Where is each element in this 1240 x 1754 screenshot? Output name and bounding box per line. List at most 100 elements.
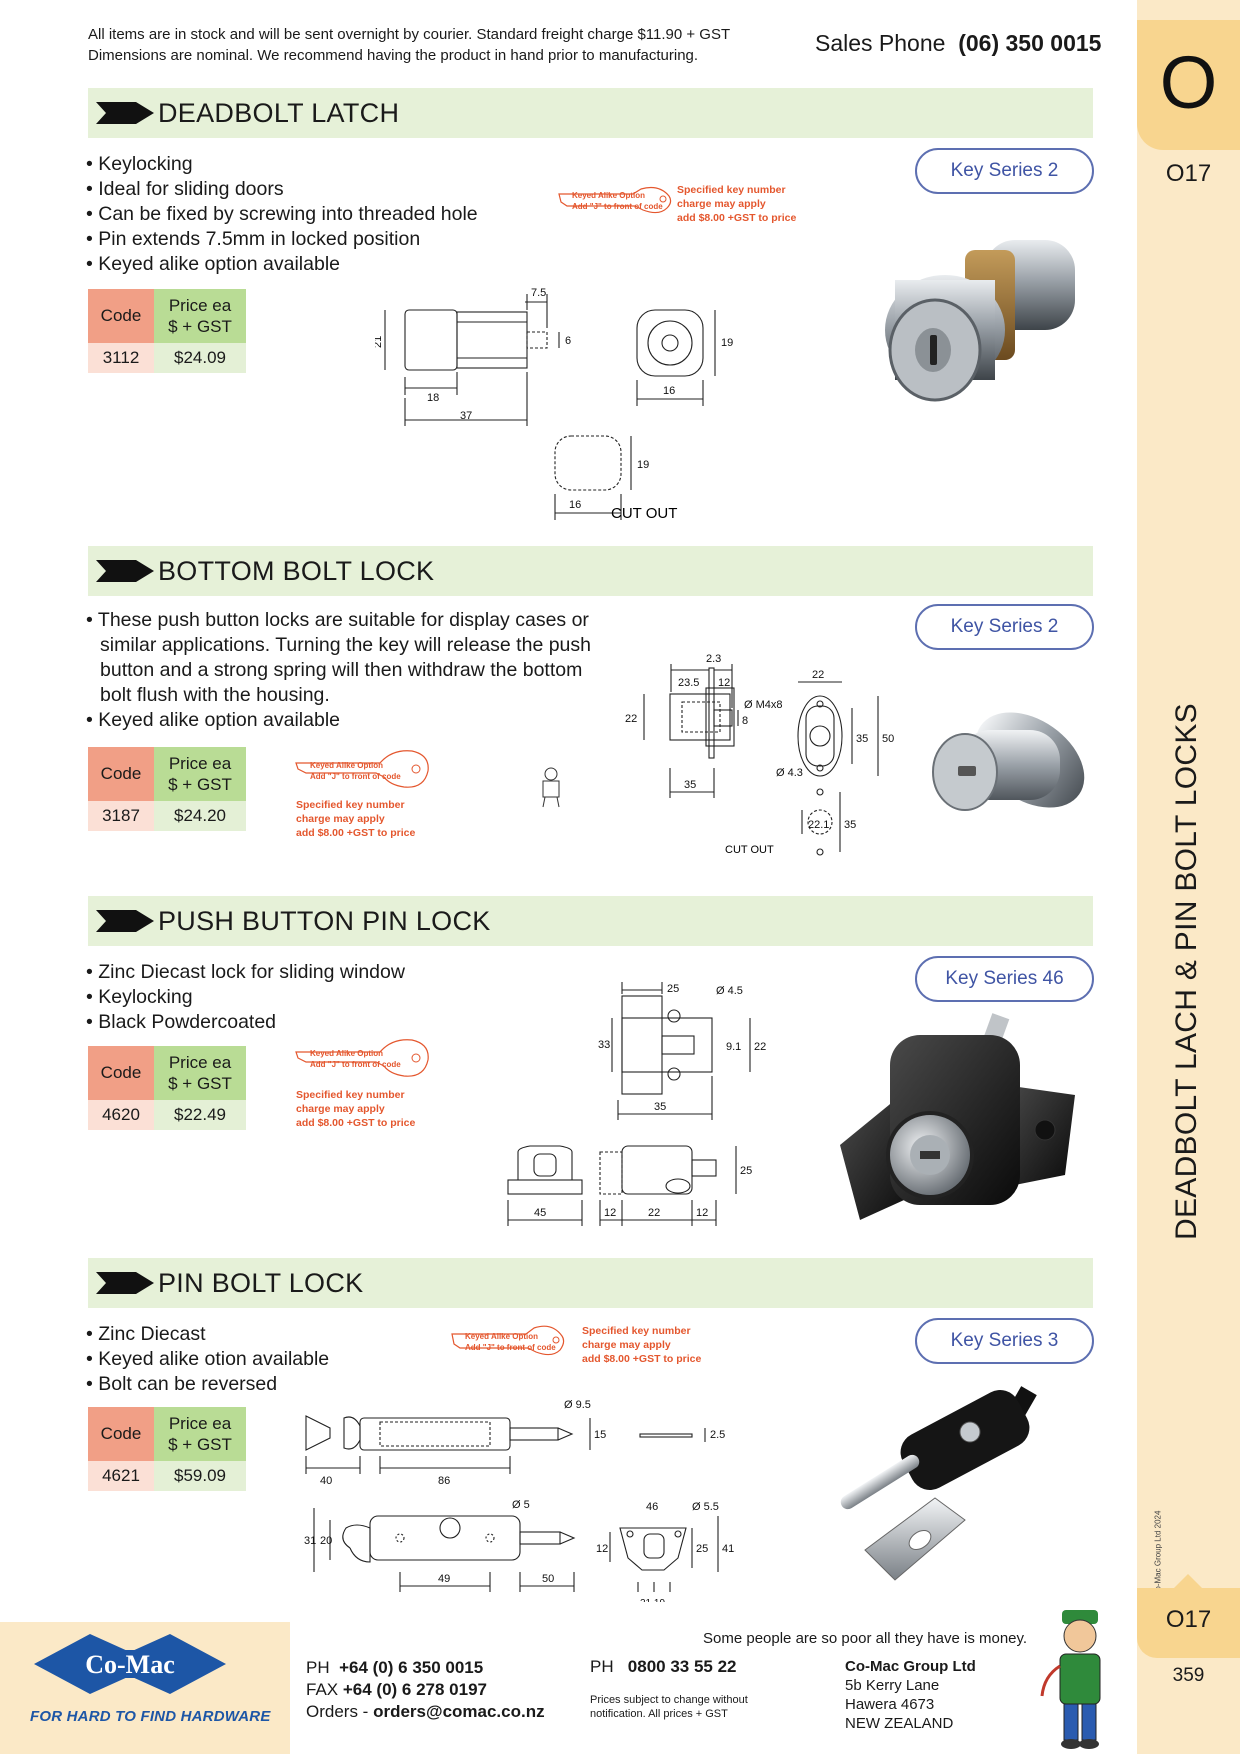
mascot-small-icon <box>542 767 560 808</box>
price-header-line2: $ + GST <box>168 775 232 794</box>
product-code: 4621 <box>88 1461 154 1491</box>
key-outline-icon <box>295 750 429 788</box>
kao-line1: Keyed Alike Option <box>572 191 646 200</box>
svg-text:21 19: 21 19 <box>640 1598 665 1602</box>
svg-text:8: 8 <box>742 715 748 727</box>
price-table: Code Price ea$ + GST 3112 $24.09 <box>88 289 246 373</box>
product-price: $24.20 <box>154 801 246 831</box>
notice-line-2: Dimensions are nominal. We recommend hav… <box>88 47 699 64</box>
fax-line: FAX +64 (0) 6 278 0197 <box>306 1679 545 1701</box>
svg-text:18: 18 <box>427 392 439 404</box>
deadbolt-drawing: 21 18 37 7.5 6 19 16 19 16 CUT OUT <box>375 287 733 522</box>
svg-text:35: 35 <box>654 1101 666 1113</box>
freephone: PH 0800 33 55 22 <box>590 1657 737 1677</box>
feature-item: Pin extends 7.5mm in locked position <box>86 227 478 252</box>
sales-phone: Sales Phone (06) 350 0015 <box>815 30 1101 57</box>
section-bar-push-button: PUSH BUTTON PIN LOCK <box>88 896 1093 946</box>
feature-item: Keylocking <box>86 152 478 177</box>
feature-item: Black Powdercoated <box>86 1010 405 1035</box>
svg-text:20: 20 <box>320 1535 332 1547</box>
svg-text:9.1: 9.1 <box>726 1041 741 1053</box>
arrow-icon <box>96 102 154 124</box>
kao-line1: Keyed Alike Option <box>465 1332 539 1341</box>
svg-text:19: 19 <box>721 337 733 349</box>
prices-note-line2: notification. All prices + GST <box>590 1708 728 1720</box>
feature-list: Zinc Diecast lock for sliding window Key… <box>86 960 405 1035</box>
svg-text:22: 22 <box>648 1207 660 1219</box>
svg-text:Ø 9.5: Ø 9.5 <box>564 1399 591 1411</box>
tagline: FOR HARD TO FIND HARDWARE <box>30 1708 271 1725</box>
note-line1: Specified key number <box>582 1325 691 1337</box>
key-series-button[interactable]: Key Series 3 <box>915 1318 1094 1364</box>
svg-text:50: 50 <box>542 1573 554 1585</box>
product-price: $22.49 <box>154 1100 246 1130</box>
tab-foot-arrow <box>1172 1574 1204 1590</box>
kao-line2: Add "J" to front of code <box>572 202 663 211</box>
feature-item: Can be fixed by screwing into threaded h… <box>86 202 477 227</box>
svg-text:Ø 4.5: Ø 4.5 <box>716 985 743 997</box>
note-line2: charge may apply <box>582 1339 671 1351</box>
footer-logo-area <box>0 1622 290 1754</box>
key-series-button[interactable]: Key Series 2 <box>915 148 1094 194</box>
key-series-button[interactable]: Key Series 46 <box>915 956 1094 1002</box>
section-code: O17 <box>1165 160 1212 187</box>
svg-text:49: 49 <box>438 1573 450 1585</box>
fax-value: +64 (0) 6 278 0197 <box>342 1680 488 1699</box>
push-button-photo <box>840 1013 1075 1220</box>
price-header-line2: $ + GST <box>168 317 232 336</box>
orders-email[interactable]: orders@comac.co.nz <box>373 1702 545 1721</box>
svg-text:31: 31 <box>304 1535 316 1547</box>
svg-text:22: 22 <box>754 1041 766 1053</box>
svg-text:Ø 4.3: Ø 4.3 <box>776 767 803 779</box>
price-header-line1: Price ea <box>168 1053 232 1072</box>
cut-out-label: CUT OUT <box>725 844 774 856</box>
price-header-line1: Price ea <box>168 1414 232 1433</box>
price-header-line2: $ + GST <box>168 1435 232 1454</box>
kao-line1: Keyed Alike Option <box>310 1049 384 1058</box>
svg-text:25: 25 <box>667 983 679 995</box>
price-header: Price ea$ + GST <box>154 289 246 343</box>
code-header: Code <box>88 289 154 343</box>
svg-text:22: 22 <box>625 713 637 725</box>
note-line2: charge may apply <box>677 198 766 210</box>
ph-label: PH <box>306 1658 330 1677</box>
feature-item: Bolt can be reversed <box>86 1372 329 1397</box>
note-line3: add $8.00 +GST to price <box>582 1353 702 1365</box>
phone-line: PH +64 (0) 6 350 0015 <box>306 1657 545 1679</box>
svg-text:15: 15 <box>594 1429 606 1441</box>
note-line1: Specified key number <box>677 184 786 196</box>
header-notice: All items are in stock and will be sent … <box>88 24 730 66</box>
kao-line2: Add "J" to front of code <box>465 1343 556 1352</box>
key-series-button[interactable]: Key Series 2 <box>915 604 1094 650</box>
key-outline-icon <box>558 186 672 214</box>
svg-text:12: 12 <box>604 1207 616 1219</box>
section-letter-box <box>1137 20 1240 150</box>
vertical-title: DEADBOLT LACH & PIN BOLT LOCKS <box>1170 703 1203 1240</box>
code-header: Code <box>88 747 154 801</box>
page-code: O17 <box>1165 1606 1212 1633</box>
sales-label: Sales Phone <box>815 30 946 56</box>
price-header: Price ea $ + GST <box>154 1407 246 1461</box>
kao-line2: Add "J" to front of code <box>310 1060 401 1069</box>
feature-list: Zinc Diecast Keyed alike otion available… <box>86 1322 329 1397</box>
kao-line2: Add "J" to front of code <box>310 772 401 781</box>
product-price: $59.09 <box>154 1461 246 1491</box>
svg-text:25: 25 <box>696 1543 708 1555</box>
bottom-bolt-drawing: 2.3 23.5 12 Ø M4x8 22 8 35 22 35 50 Ø 4.… <box>625 653 894 856</box>
svg-text:45: 45 <box>534 1207 546 1219</box>
section-tab <box>1137 0 1240 1754</box>
product-code: 4620 <box>88 1100 154 1130</box>
svg-text:33: 33 <box>598 1039 610 1051</box>
arrow-icon <box>96 560 154 582</box>
feature-item: Keyed alike option available <box>86 708 606 733</box>
section-title: PUSH BUTTON PIN LOCK <box>158 906 491 936</box>
ph2-label: PH <box>590 1657 614 1676</box>
tab-foot <box>1137 1588 1240 1658</box>
section-bar-pin-bolt: PIN BOLT LOCK <box>88 1258 1093 1308</box>
notice-line-1: All items are in stock and will be sent … <box>88 26 731 43</box>
svg-text:22.1: 22.1 <box>808 819 829 831</box>
feature-item: These push button locks are suitable for… <box>86 608 606 708</box>
svg-text:7.5: 7.5 <box>531 287 546 299</box>
